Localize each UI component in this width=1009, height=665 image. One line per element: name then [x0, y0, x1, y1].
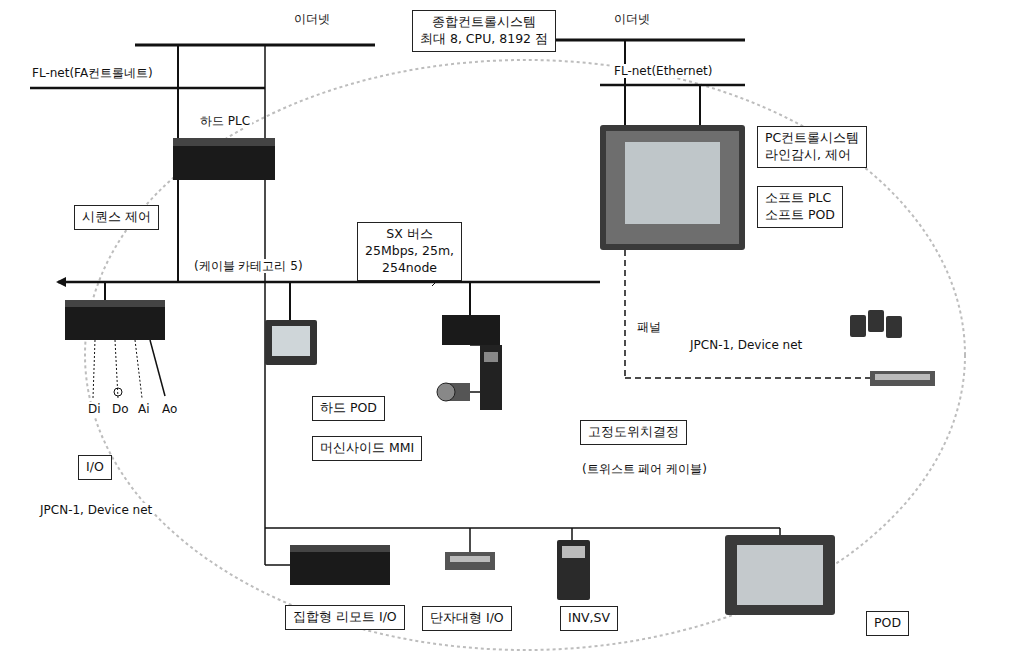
box-text: 고정도위치결정 — [588, 424, 679, 441]
network-name: JPCN-1, Device net — [38, 503, 154, 517]
signal-name: Ao — [160, 402, 179, 416]
device-box: INV,SV — [560, 606, 618, 631]
device-box: 머신사이드 MMI — [312, 436, 422, 461]
system-box: 종합컨트롤시스템최대 8, CPU, 8192 점 — [412, 10, 556, 52]
network-name: FL-net(Ethernet) — [612, 64, 714, 78]
cable-note: (케이블 카테고리 5) — [192, 259, 305, 273]
network-lines — [30, 40, 870, 565]
function-box: 시퀀스 제어 — [74, 205, 159, 230]
network-name: 이더넷 — [292, 12, 332, 26]
box-text: 254node — [365, 260, 454, 277]
box-text: 소프트 POD — [765, 207, 835, 224]
system-box: PC컨트롤시스템라인감시, 제어 — [757, 126, 867, 168]
box-text: 머신사이드 MMI — [320, 440, 414, 457]
box-text: 최대 8, CPU, 8192 점 — [420, 31, 548, 48]
box-text: SX 버스 — [365, 226, 454, 243]
device-box: POD — [866, 611, 909, 636]
device-box: I/O — [78, 455, 112, 480]
cable-note: (트위스트 페어 케이블) — [580, 462, 709, 476]
network-name: JPCN-1, Device net — [688, 338, 804, 352]
box-text: POD — [874, 615, 901, 632]
box-text: 라인감시, 제어 — [765, 147, 859, 164]
box-text: I/O — [86, 459, 104, 476]
signal-name: Do — [110, 402, 131, 416]
box-text: 25Mbps, 25m, — [365, 243, 454, 260]
device-box: 집합형 리모트 I/O — [285, 605, 405, 630]
device-name: 하드 PLC — [198, 114, 252, 128]
function-box: 고정도위치결정 — [580, 420, 687, 445]
box-text: 집합형 리모트 I/O — [293, 609, 397, 626]
device-box: 단자대형 I/O — [422, 606, 512, 631]
device-icons — [65, 125, 935, 615]
network-name: FL-net(FA컨트롤네트) — [30, 66, 155, 80]
box-text: 시퀀스 제어 — [82, 209, 151, 226]
region-outline — [85, 60, 965, 650]
box-text: 하드 POD — [320, 400, 377, 417]
device-name: 패널 — [635, 320, 663, 334]
network-name: 이더넷 — [612, 12, 652, 26]
device-box: 하드 POD — [312, 396, 385, 421]
box-text: 단자대형 I/O — [430, 610, 504, 627]
signal-name: Ai — [136, 402, 152, 416]
signal-name: Di — [86, 402, 103, 416]
box-text: 종합컨트롤시스템 — [420, 14, 548, 31]
software-box: 소프트 PLC소프트 POD — [757, 186, 843, 228]
box-text: 소프트 PLC — [765, 190, 835, 207]
bus-spec-box: SX 버스25Mbps, 25m,254node — [357, 222, 462, 281]
box-text: PC컨트롤시스템 — [765, 130, 859, 147]
box-text: INV,SV — [568, 610, 610, 627]
